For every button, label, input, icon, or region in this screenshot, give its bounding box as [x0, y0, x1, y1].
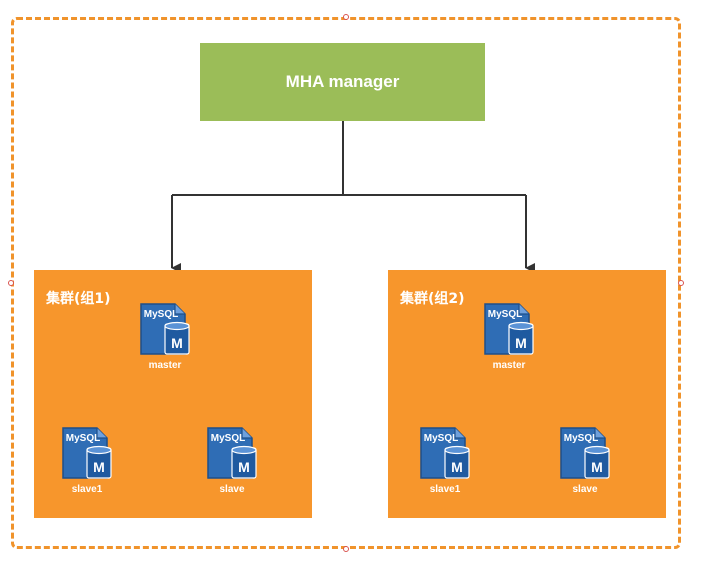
mysql-node-label: master — [492, 360, 526, 371]
mysql-database-icon: MySQL M — [484, 303, 534, 355]
resize-handle-bottom[interactable] — [343, 546, 349, 552]
mha-manager-box[interactable]: MHA manager — [200, 43, 485, 121]
master-badge-icon: M — [238, 459, 250, 475]
cluster-title: 集群(组1) — [46, 291, 111, 307]
mysql-database-icon: MySQL M — [140, 303, 190, 355]
mysql-icon-text: MySQL — [66, 433, 100, 444]
mysql-icon-text: MySQL — [424, 433, 458, 444]
master-badge-icon: M — [93, 459, 105, 475]
mysql-node-label: slave — [219, 484, 245, 495]
mysql-icon-text: MySQL — [488, 309, 522, 320]
mysql-database-icon: MySQL M — [62, 427, 112, 479]
master-badge-icon: M — [171, 335, 183, 351]
mysql-node-label: slave1 — [429, 484, 461, 495]
mysql-icon-text: MySQL — [144, 309, 178, 320]
mysql-icon-text: MySQL — [211, 433, 245, 444]
master-badge-icon: M — [591, 459, 603, 475]
mysql-database-icon: MySQL M — [560, 427, 610, 479]
resize-handle-top[interactable] — [343, 14, 349, 20]
cluster-title: 集群(组2) — [400, 291, 465, 307]
mysql-icon-text: MySQL — [564, 433, 598, 444]
mysql-node-label: slave — [572, 484, 598, 495]
mysql-database-icon: MySQL M — [207, 427, 257, 479]
master-badge-icon: M — [451, 459, 463, 475]
resize-handle-right[interactable] — [678, 280, 684, 286]
mysql-node-label: master — [148, 360, 182, 371]
master-badge-icon: M — [515, 335, 527, 351]
mysql-node-label: slave1 — [71, 484, 103, 495]
mysql-database-icon: MySQL M — [420, 427, 470, 479]
resize-handle-left[interactable] — [8, 280, 14, 286]
mha-manager-label: MHA manager — [285, 72, 400, 91]
